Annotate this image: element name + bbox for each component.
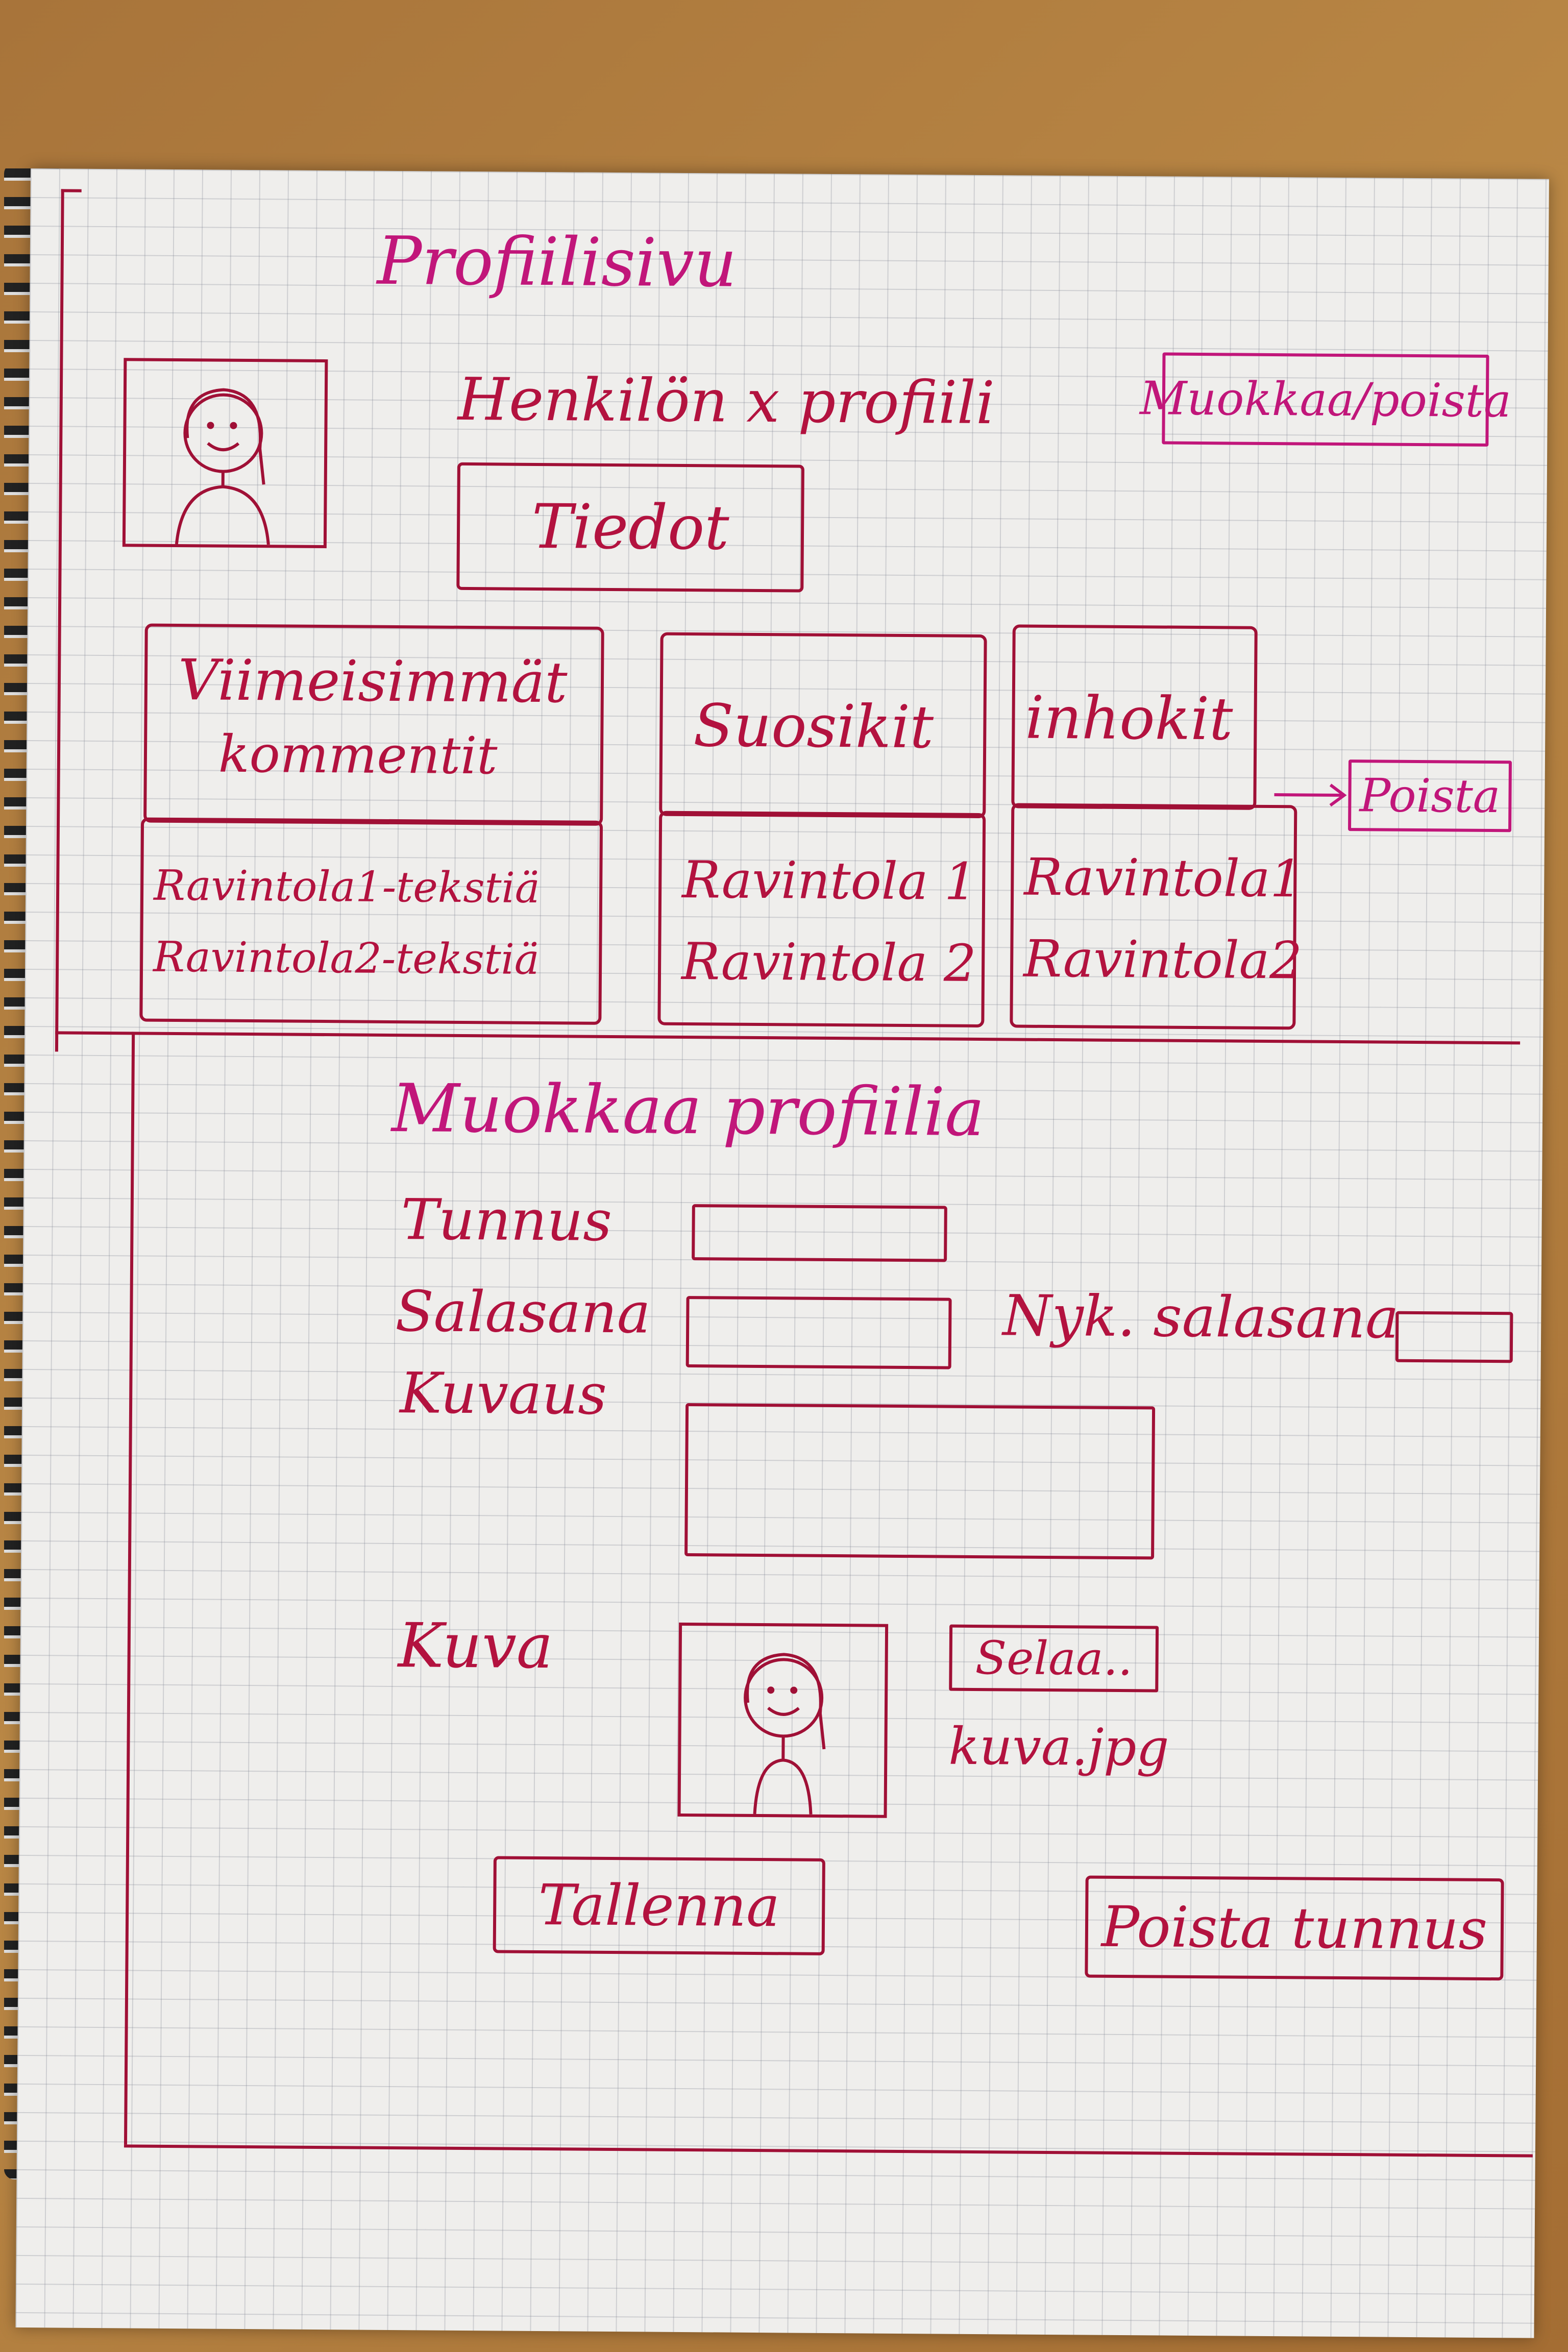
avatar-icon (175, 388, 270, 545)
notebook-page: Profiilisivu Henkilön x profiili Muokkaa… (15, 168, 1549, 2338)
dislike-delete-button[interactable]: Poista (1348, 760, 1512, 832)
browse-button[interactable]: Selaa.. (949, 1624, 1159, 1693)
delete-account-label: Poista tunnus (1101, 1894, 1488, 1963)
browse-label: Selaa.. (975, 1631, 1133, 1686)
edit-frame-bottom (124, 2144, 1533, 2158)
recent-comments-title-1: Viimeisimmät (178, 647, 568, 716)
save-button[interactable]: Tallenna (493, 1856, 825, 1955)
password-label: Salasana (395, 1279, 651, 1346)
recent-comments-header: Viimeisimmät kommentit (143, 623, 604, 826)
edit-profile-title: Muokkaa profiilia (391, 1069, 985, 1152)
section-divider (55, 1031, 1521, 1045)
list-item[interactable]: Ravintola2-tekstiä (153, 933, 540, 984)
image-preview (677, 1622, 889, 1818)
file-name: kuva.jpg (948, 1716, 1169, 1778)
description-label: Kuvaus (399, 1360, 607, 1427)
info-button[interactable]: Tiedot (456, 462, 804, 593)
arrow-right-icon (1274, 783, 1347, 807)
edit-frame-left (124, 1032, 135, 2145)
dislikes-header: inhokit (1011, 624, 1258, 810)
username-field[interactable] (692, 1204, 947, 1262)
info-label: Tiedot (531, 491, 729, 564)
recent-comments-title-2: kommentit (218, 724, 498, 786)
favorites-title: Suosikit (693, 692, 934, 762)
profile-avatar (122, 358, 328, 549)
current-password-label: Nyk. salasana (1002, 1283, 1400, 1351)
page-title: Profiilisivu (377, 222, 738, 302)
list-item[interactable]: Ravintola1-tekstiä (153, 861, 541, 913)
delete-account-button[interactable]: Poista tunnus (1085, 1875, 1504, 1981)
save-label: Tallenna (538, 1872, 780, 1940)
dislikes-list: Ravintola1 Ravintola2 (1010, 803, 1303, 1030)
dislikes-title: inhokit (1025, 683, 1233, 754)
edit-delete-label: Muokkaa/poista (1139, 371, 1512, 428)
edit-delete-button[interactable]: Muokkaa/poista (1140, 352, 1511, 447)
description-field[interactable] (684, 1403, 1156, 1560)
current-password-field[interactable] (1395, 1311, 1513, 1363)
list-item[interactable]: Ravintola 1 (681, 849, 977, 912)
avatar-icon (744, 1653, 826, 1815)
page-frame-left (55, 189, 64, 1052)
page-frame-top (61, 189, 82, 192)
profile-heading: Henkilön x profiili (457, 365, 995, 438)
dislike-delete-label: Poista (1359, 768, 1501, 823)
username-label: Tunnus (401, 1187, 612, 1254)
password-field[interactable] (685, 1296, 952, 1369)
recent-comments-list: Ravintola1-tekstiä Ravintola2-tekstiä (139, 817, 603, 1025)
favorites-header: Suosikit (659, 632, 987, 819)
favorites-list: Ravintola 1 Ravintola 2 (657, 811, 986, 1028)
list-item[interactable]: Ravintola2 (1023, 928, 1303, 991)
list-item[interactable]: Ravintola1 (1023, 847, 1303, 909)
list-item[interactable]: Ravintola 2 (681, 931, 977, 993)
image-label: Kuva (398, 1610, 553, 1683)
